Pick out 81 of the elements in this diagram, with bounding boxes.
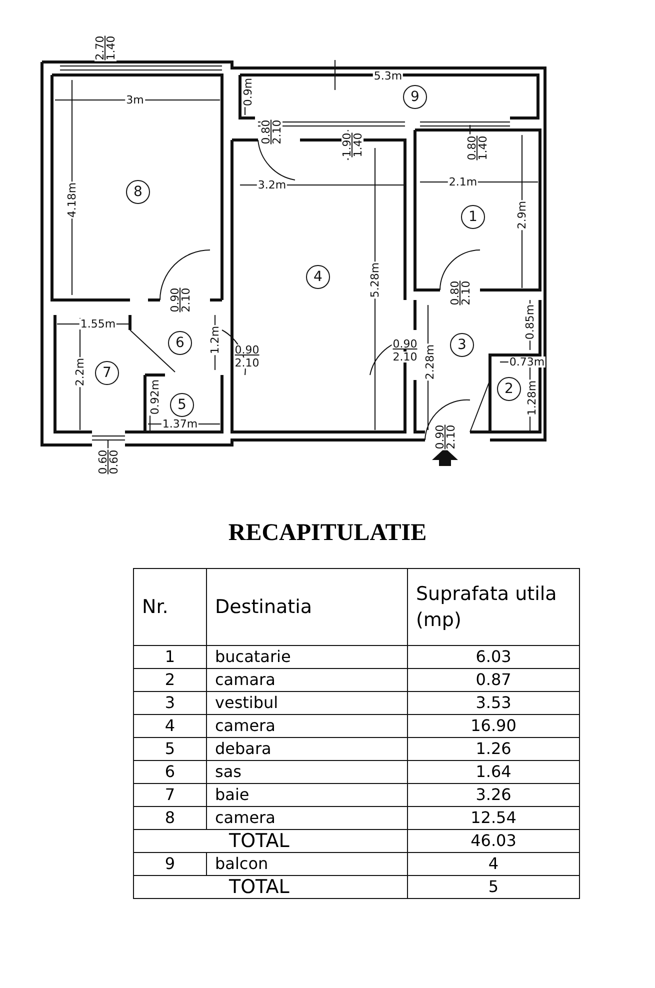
area-value: 1.26 (408, 738, 580, 760)
room-number: 7 (95, 361, 119, 385)
dimension-label: 3.2m (256, 180, 288, 190)
dimension-label: 1.55m (79, 318, 117, 330)
room-index: 7 (134, 784, 206, 806)
door-size-label: 0.90 (234, 344, 260, 356)
door-size-label: 2.10 (446, 424, 456, 450)
dimension-label: 0.85m (524, 303, 536, 341)
area-value: 0.87 (408, 668, 580, 692)
area-value: 46.03 (408, 830, 580, 852)
door-size-label: 1.40 (478, 134, 488, 162)
room-number: 2 (497, 377, 521, 401)
area-value: 12.54 (408, 806, 580, 830)
room-name: camera (206, 806, 408, 830)
dimension-label: 1.28m (526, 379, 538, 417)
room-name: debara (206, 738, 408, 760)
area-value: 4 (408, 852, 580, 876)
area-value: 1.64 (408, 760, 580, 784)
area-value: 3.26 (408, 784, 580, 806)
room-number: 9 (403, 85, 427, 109)
dimension-label: 2.2m (74, 356, 86, 388)
total-label: TOTAL (134, 830, 408, 852)
dimension-label: 3m (125, 94, 145, 106)
door-size-label: 1.40 (352, 132, 364, 158)
room-number: 3 (450, 333, 474, 357)
area-value: 3.53 (408, 692, 580, 714)
dimension-label: 5.28m (370, 261, 380, 299)
room-index: 9 (134, 852, 206, 876)
room-index: 8 (134, 806, 206, 830)
dimension-label: 4.18m (66, 181, 78, 219)
room-number: 1 (461, 205, 485, 229)
column-header: Nr. (134, 568, 206, 646)
dimension-label: 0.9m (242, 76, 254, 108)
dimension-label: 2.28m (424, 343, 436, 381)
room-number: 5 (170, 393, 194, 417)
room-index: 2 (134, 668, 206, 692)
dimension-label: 5.3m (372, 70, 404, 82)
dimension-label: 1.37m (161, 418, 199, 430)
room-number: 8 (126, 180, 150, 204)
door-size-label: 1.40 (106, 34, 116, 62)
door-size-label: 2.70 (94, 34, 106, 62)
dimension-label: 0.73m (508, 356, 546, 368)
door-size-label: 2.10 (234, 358, 260, 368)
room-name: vestibul (206, 692, 408, 714)
door-size-label: 2.10 (392, 352, 418, 362)
room-number: 6 (168, 331, 192, 355)
room-index: 5 (134, 738, 206, 760)
area-value: 6.03 (408, 646, 580, 668)
dimension-label: 2.1m (448, 176, 478, 188)
door-size-label: 1.90 (342, 132, 352, 158)
room-index: 6 (134, 760, 206, 784)
door-size-label: 0.90 (434, 424, 446, 450)
room-index: 4 (134, 714, 206, 738)
door-size-label: 0.90 (392, 338, 418, 350)
column-header: Destinatia (206, 568, 408, 646)
room-name: balcon (206, 852, 408, 876)
room-name: baie (206, 784, 408, 806)
area-value: 5 (408, 876, 580, 898)
door-size-label: 2.10 (272, 118, 282, 146)
table-title: RECAPITULATIE (228, 520, 427, 546)
room-name: camera (206, 714, 408, 738)
door-size-label: 0.80 (450, 280, 460, 306)
door-size-label: 0.90 (170, 286, 180, 314)
room-index: 3 (134, 692, 206, 714)
door-size-label: 2.10 (460, 280, 472, 306)
room-name: bucatarie (206, 646, 408, 668)
door-size-label: 0.80 (260, 118, 272, 146)
door-size-label: 0.60 (98, 448, 108, 476)
room-index: 1 (134, 646, 206, 668)
column-header: Suprafata utila (mp) (408, 568, 580, 646)
total-label: TOTAL (134, 876, 408, 898)
room-name: sas (206, 760, 408, 784)
door-size-label: 2.10 (180, 286, 192, 314)
dimension-label: 1.2m (210, 324, 220, 356)
dimension-label: 0.92m (150, 378, 160, 416)
door-size-label: 0.60 (108, 448, 120, 476)
room-number: 4 (306, 265, 330, 289)
room-name: camara (206, 668, 408, 692)
dimension-label: 2.9m (516, 200, 528, 230)
area-value: 16.90 (408, 714, 580, 738)
door-size-label: 0.80 (466, 134, 478, 162)
